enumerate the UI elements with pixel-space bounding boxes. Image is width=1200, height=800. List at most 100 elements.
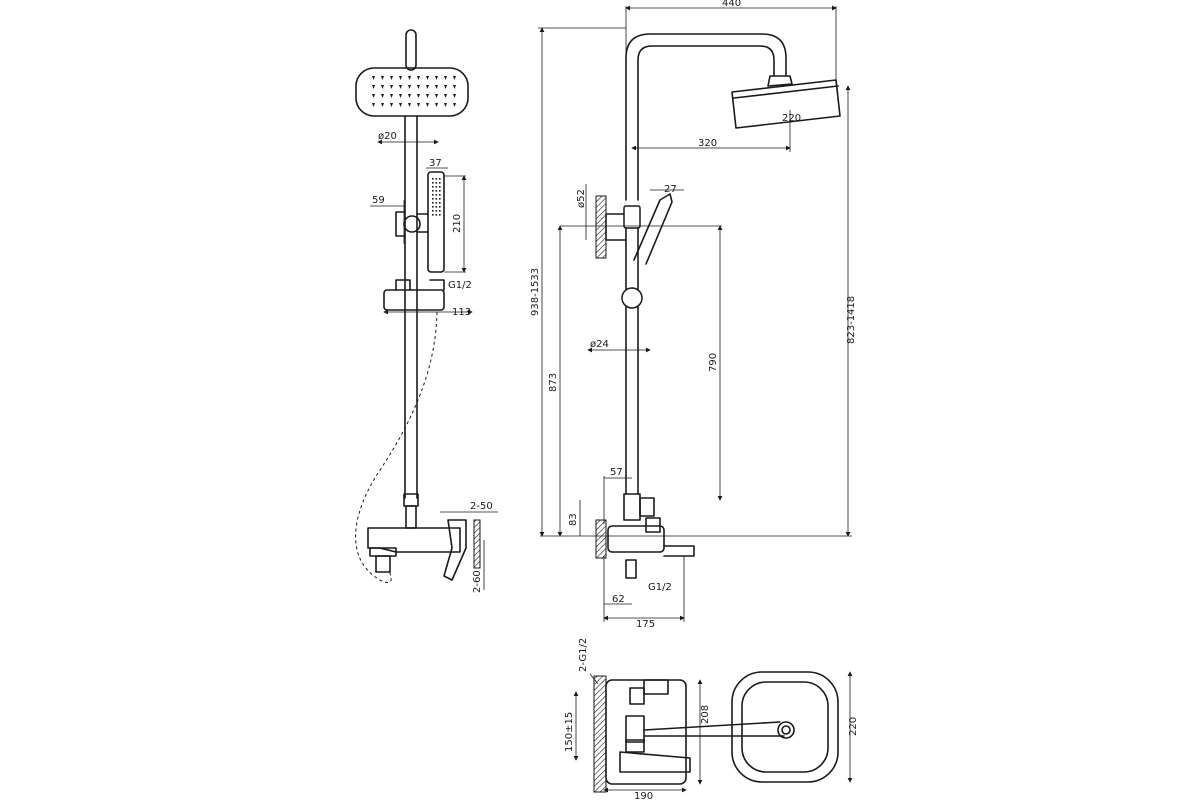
nozzle bbox=[390, 85, 393, 89]
nozzle bbox=[399, 103, 402, 107]
inlet-threads-label: 2-G1/2 bbox=[578, 638, 589, 672]
mixer-handle-side bbox=[443, 519, 467, 581]
nozzle bbox=[372, 85, 375, 89]
nozzle bbox=[435, 85, 438, 89]
slider-block bbox=[383, 289, 445, 311]
hand-shower-hole bbox=[435, 190, 438, 192]
body-depth-label: 190 bbox=[634, 791, 653, 800]
nozzle bbox=[444, 85, 447, 89]
front-shower-head bbox=[731, 79, 841, 129]
hand-shower-hole bbox=[432, 214, 434, 216]
hand-shower-hole bbox=[439, 186, 441, 188]
hand-shower-hole bbox=[435, 186, 438, 188]
overhead-arm-outer bbox=[625, 33, 787, 201]
hand-shower-hole bbox=[439, 194, 441, 196]
nozzle bbox=[453, 103, 456, 107]
mixer-inlet-front bbox=[625, 559, 637, 579]
slide-travel-label: 790 bbox=[708, 353, 719, 372]
top-head-connector bbox=[777, 721, 795, 739]
nozzle bbox=[426, 94, 429, 98]
mixer-outlet-thread bbox=[375, 555, 391, 573]
hand-shower-side bbox=[427, 171, 445, 273]
nozzle bbox=[381, 85, 384, 89]
head-width-label: 220 bbox=[848, 717, 859, 736]
pipe-diameter-label: ø20 bbox=[378, 131, 397, 142]
nozzle bbox=[381, 94, 384, 98]
hand-shower-hole bbox=[432, 206, 434, 208]
hand-shower-hole bbox=[432, 178, 434, 180]
hand-shower-width-label: 27 bbox=[664, 184, 677, 195]
hand-shower-hole bbox=[435, 210, 438, 212]
bracket-clamp bbox=[623, 205, 641, 229]
bracket-diameter-label: ø52 bbox=[576, 189, 587, 208]
nozzle bbox=[390, 76, 393, 80]
hand-shower-hole bbox=[435, 202, 438, 204]
hand-shower-hole bbox=[435, 182, 438, 184]
nozzle bbox=[408, 85, 411, 89]
overhead-arm-inner bbox=[637, 45, 775, 201]
side-view: ø20 37 210 59 G1/2 113 2-50 bbox=[355, 29, 498, 593]
hand-shower-front bbox=[633, 193, 673, 265]
nozzle bbox=[390, 103, 393, 107]
nozzle bbox=[417, 85, 420, 89]
hand-shower-holes bbox=[432, 178, 441, 216]
top-slider bbox=[625, 715, 645, 743]
nozzle bbox=[372, 103, 375, 107]
hand-shower-hole bbox=[435, 194, 438, 196]
diverter-body bbox=[623, 493, 641, 521]
slider-connector bbox=[395, 279, 445, 291]
nozzle bbox=[435, 94, 438, 98]
nozzle bbox=[435, 103, 438, 107]
hand-shower-hole bbox=[439, 182, 441, 184]
hand-shower-hole bbox=[435, 206, 438, 208]
nozzle bbox=[435, 76, 438, 80]
nozzle bbox=[390, 94, 393, 98]
lower-pipe-joint bbox=[403, 493, 419, 507]
nozzle bbox=[426, 85, 429, 89]
hand-shower-hole bbox=[439, 198, 441, 200]
column-top-cap bbox=[405, 29, 417, 71]
hand-shower-hole bbox=[439, 210, 441, 212]
top-head-connector-inner bbox=[781, 725, 791, 735]
rain-shower-head bbox=[355, 67, 469, 117]
nozzle bbox=[444, 76, 447, 80]
shower-hose bbox=[355, 311, 438, 584]
holder-offset-label: 59 bbox=[372, 195, 385, 206]
body-height-label: 208 bbox=[700, 705, 711, 724]
top-diverter-knob bbox=[643, 679, 669, 695]
rail-diameter-label: ø24 bbox=[590, 339, 609, 350]
wall-bracket bbox=[605, 213, 627, 241]
hand-shower-hole bbox=[432, 198, 434, 200]
hand-shower-hole bbox=[435, 178, 438, 180]
front-shower-head-face bbox=[733, 85, 839, 99]
nozzle bbox=[372, 76, 375, 80]
hand-shower-hole bbox=[432, 202, 434, 204]
nozzle bbox=[399, 94, 402, 98]
nozzle bbox=[444, 103, 447, 107]
spout-offset-label: 62 bbox=[612, 594, 625, 605]
wall-plate-top bbox=[593, 675, 607, 793]
wall-hatching-front bbox=[595, 519, 607, 559]
nozzle bbox=[399, 85, 402, 89]
mixer-body-front bbox=[607, 525, 665, 553]
diverter-width-label: 57 bbox=[610, 467, 623, 478]
height-range-label: 938-1533 bbox=[530, 268, 541, 316]
arm-reach-label: 320 bbox=[698, 138, 717, 149]
handshower-holder bbox=[395, 211, 429, 237]
diverter-knob bbox=[639, 497, 655, 517]
mixer-spout-front bbox=[663, 545, 695, 557]
nozzle bbox=[426, 103, 429, 107]
slider-knob bbox=[621, 287, 643, 309]
shower-head-nozzles bbox=[372, 76, 456, 107]
top-mixer-lever bbox=[619, 751, 691, 773]
overall-width-label: 440 bbox=[722, 0, 741, 9]
wall-bracket-hatch bbox=[595, 195, 607, 259]
mixer-depth-label: 175 bbox=[636, 619, 655, 630]
top-head-outer bbox=[731, 671, 839, 783]
hand-shower-hole bbox=[432, 194, 434, 196]
nozzle bbox=[417, 94, 420, 98]
mixer-offset-label: 83 bbox=[568, 513, 579, 526]
hand-shower-hole bbox=[439, 202, 441, 204]
nozzle bbox=[417, 103, 420, 107]
